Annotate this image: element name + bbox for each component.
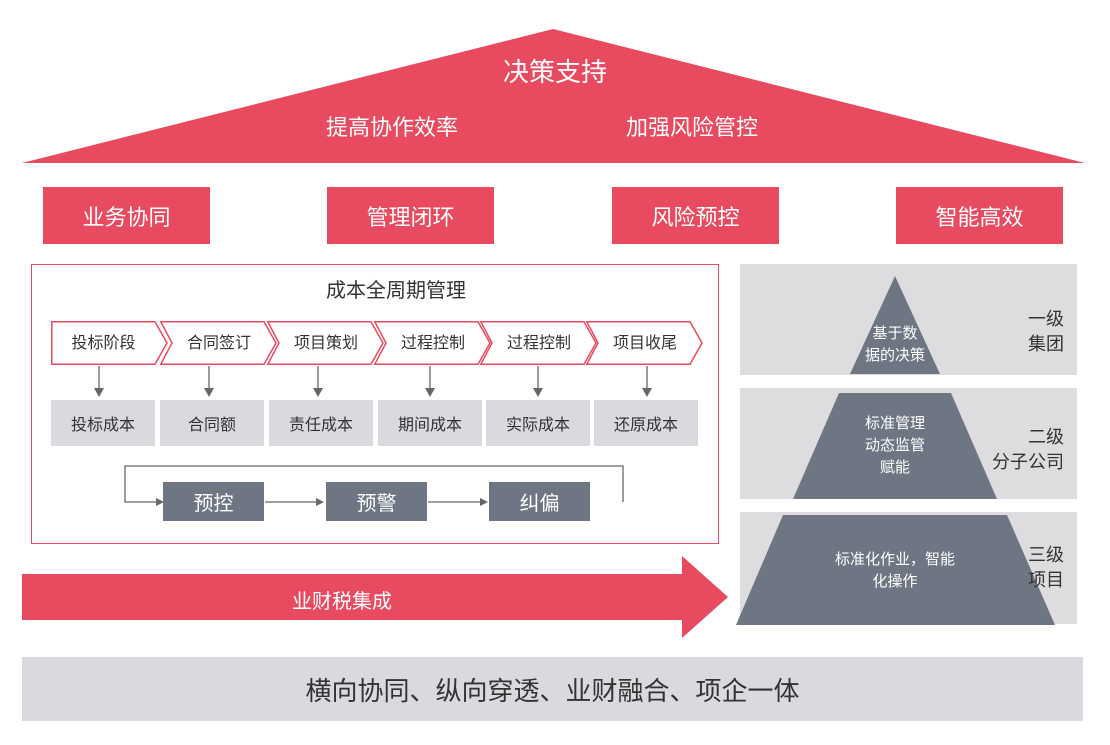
stage-label: 合同签订 — [186, 333, 251, 352]
stage-chevron: 过程控制 — [480, 321, 598, 365]
control-step-precontrol: 预控 — [163, 482, 264, 521]
down-arrow-icon — [425, 366, 435, 397]
pillar-closed-loop: 管理闭环 — [327, 187, 494, 244]
stage-chevron: 过程控制 — [374, 321, 492, 365]
bottom-banner: 横向协同、纵向穿透、业财融合、项企一体 — [22, 657, 1083, 721]
stage-label: 项目收尾 — [612, 333, 677, 352]
down-arrow-icon — [94, 366, 104, 397]
integration-arrow-shape — [22, 556, 728, 638]
integration-arrow-label: 业财税集成 — [292, 589, 392, 613]
pyramid-level2-text: 标准管理 动态监管 赋能 — [864, 414, 925, 476]
pyramid-level1-text: 基于数 据的决策 — [864, 324, 925, 364]
stage-label: 过程控制 — [400, 333, 465, 352]
control-step-correction: 纠偏 — [489, 482, 590, 521]
cost-lifecycle-title: 成本全周期管理 — [326, 278, 466, 302]
tier-label-level2: 二级 分子公司 — [992, 427, 1064, 473]
control-loop-connector — [124, 465, 624, 506]
stage-chevron: 投标阶段 — [51, 321, 168, 365]
down-arrow-icon — [313, 366, 323, 397]
stage-label: 项目策划 — [293, 333, 358, 352]
stage-label: 投标阶段 — [71, 333, 136, 352]
stage-chevron: 合同签订 — [160, 321, 278, 365]
cost-lifecycle-panel — [31, 264, 719, 544]
cost-item: 投标成本 — [51, 400, 155, 446]
stage-chevron: 项目收尾 — [586, 321, 704, 365]
tier-label-level1: 一级 集团 — [1028, 309, 1064, 355]
cost-item: 还原成本 — [594, 400, 698, 446]
pillar-risk-control: 风险预控 — [612, 187, 779, 244]
tier-label-level3: 三级 项目 — [1028, 545, 1064, 591]
pyramid-level3-text: 标准化作业，智能 化操作 — [834, 550, 955, 590]
down-arrow-icon — [533, 366, 543, 397]
stage-label: 过程控制 — [506, 333, 571, 352]
roof-title: 决策支持 — [502, 58, 607, 88]
cost-item: 期间成本 — [378, 400, 482, 446]
roof-right-goal: 加强风险管控 — [626, 116, 759, 141]
pillar-business-collaboration: 业务协同 — [43, 187, 210, 244]
control-step-warning: 预警 — [326, 482, 427, 521]
roof-shape — [22, 29, 1085, 163]
cost-item: 合同额 — [160, 400, 264, 446]
cost-item: 实际成本 — [486, 400, 590, 446]
pyramid-shape — [736, 276, 1055, 625]
pillar-smart-efficiency: 智能高效 — [896, 187, 1063, 244]
stage-chevron: 项目策划 — [267, 321, 385, 365]
cost-item: 责任成本 — [269, 400, 373, 446]
down-arrow-icon — [204, 366, 214, 397]
down-arrow-icon — [642, 366, 652, 397]
roof-left-goal: 提高协作效率 — [326, 116, 459, 141]
